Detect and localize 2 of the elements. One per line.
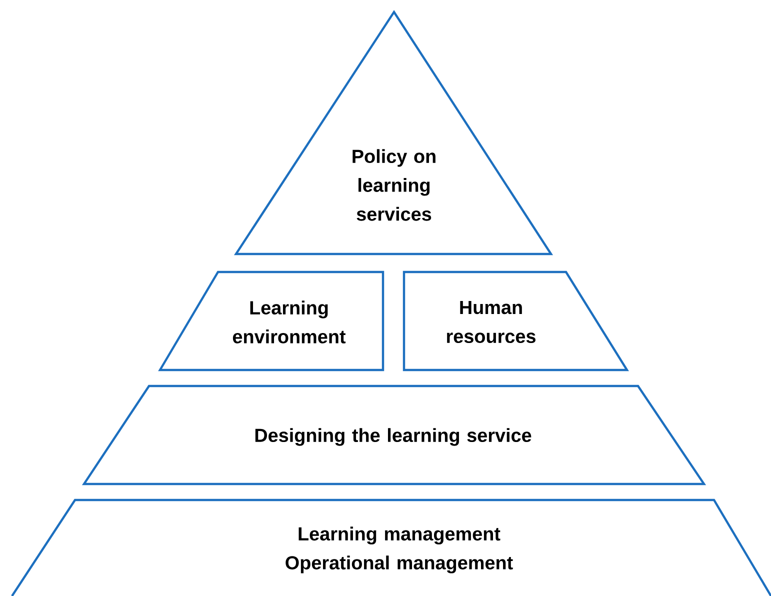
trapezoid-block: Human resources — [402, 270, 629, 372]
band-block: Learning management Operational management — [11, 498, 771, 596]
